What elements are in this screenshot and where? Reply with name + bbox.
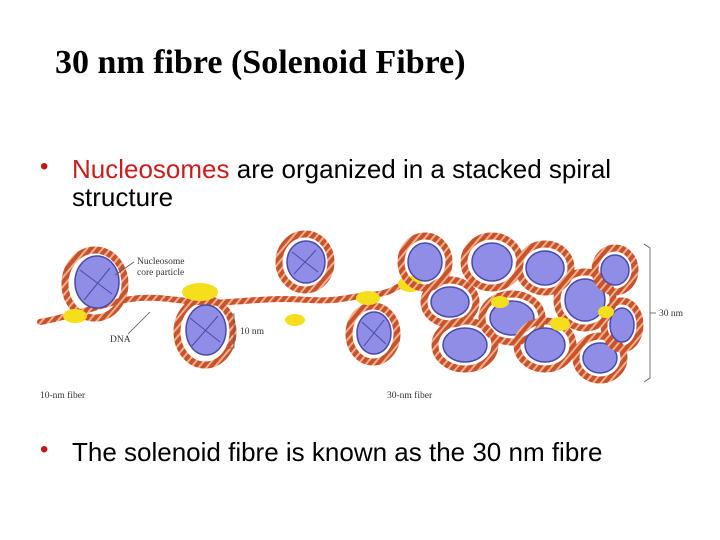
bullet-nucleosomes: • Nucleosomes are organized in a stacked… (40, 153, 672, 212)
nucleosome-10nm-4 (345, 302, 401, 366)
nucleosome-label-line (114, 261, 135, 276)
bullet-text: The solenoid fibre is known as the 30 nm… (72, 437, 603, 467)
bullet-dot-icon: • (40, 153, 49, 180)
dna-label-line (127, 311, 151, 335)
bullet-text: are organized in a stacked spiral struct… (72, 154, 612, 212)
solenoid-30nm-fiber (397, 232, 644, 384)
label-10nm: 10 nm (240, 327, 265, 337)
slide-title: 30 nm fibre (Solenoid Fibre) (55, 44, 466, 81)
linker-histone-3 (285, 314, 305, 326)
label-10nm-fiber: 10-nm fiber (40, 390, 86, 401)
nucleosome-10nm-2 (173, 295, 237, 369)
bullet-solenoid: • The solenoid fibre is known as the 30 … (40, 436, 672, 467)
label-core-particle: core particle (137, 268, 184, 278)
linker-histone-2 (182, 283, 218, 301)
bullet-dot-icon: • (40, 436, 49, 463)
linker-histone-4 (356, 291, 380, 305)
linker-histone-1 (63, 309, 87, 323)
nucleosomes-highlight: Nucleosomes (72, 154, 230, 184)
ten-nm-bracket (228, 313, 235, 349)
thirty-nm-bracket (643, 243, 651, 383)
nucleosome-10nm-3 (275, 230, 335, 294)
label-30nm: 30 nm (659, 309, 684, 319)
label-dna: DNA (110, 335, 131, 345)
chromatin-figure: Nucleosome core particle DNA 10 nm 30 nm… (37, 230, 684, 401)
nucleosome-10nm-1 (61, 246, 129, 322)
label-30nm-fiber: 30-nm fiber (387, 390, 433, 401)
label-nucleosome: Nucleosome (137, 257, 185, 267)
